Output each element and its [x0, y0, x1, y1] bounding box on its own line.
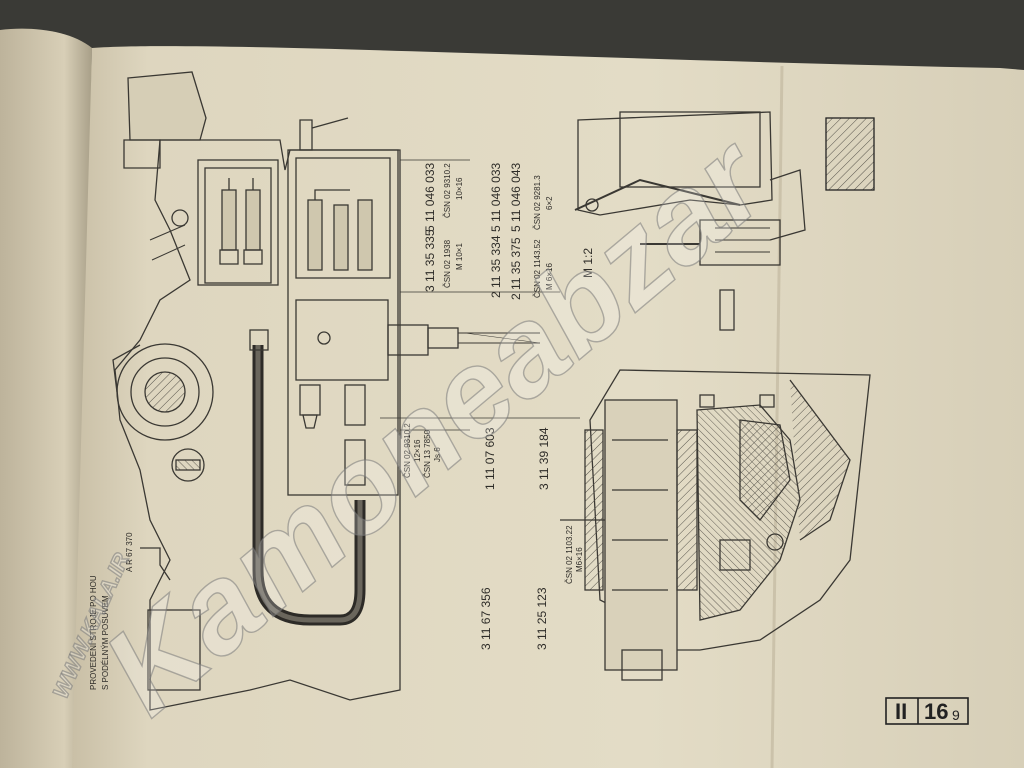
left-page [0, 28, 92, 768]
part-label: A R 67 370 [125, 532, 134, 572]
part-label: ČSN 13 7850 [423, 429, 432, 478]
left-assembly-drawing [112, 71, 580, 711]
sheet-roman: II [895, 699, 907, 724]
top-right-assembly-drawing [574, 111, 875, 331]
part-label: 2 11 35 334 [489, 235, 503, 298]
sheet-subnumber: 9 [952, 707, 960, 723]
part-label: ČSN 02 9281.3 [533, 175, 542, 230]
sheet-number: 16 [924, 699, 948, 724]
part-label: 6×2 [545, 196, 554, 210]
sheet-number-box: II 16 9 [885, 697, 969, 725]
part-label: ČSN 02 1103.22 [565, 525, 574, 584]
part-label: 1 11 07 603 [483, 427, 497, 490]
part-label: 5 11 046 033 [423, 162, 437, 232]
part-label: 2 11 35 375 [509, 237, 523, 300]
part-label: 10×16 [455, 177, 464, 200]
part-label: 5 11 046 033 [489, 162, 503, 232]
caption-line: PROVEDENÍ STROJE PO HOU [89, 575, 98, 690]
section-view-drawing [560, 369, 871, 681]
part-label: M6×16 [575, 547, 584, 572]
part-label: 3 11 35 335 [423, 229, 437, 292]
part-label: ČSN 02 1143.52 [533, 239, 542, 298]
part-label: 3 11 25 123 [535, 587, 549, 650]
part-label: Js 6 [433, 447, 442, 462]
part-label: 3 11 39 184 [537, 427, 551, 490]
part-label: 3 11 67 356 [479, 587, 493, 650]
scale-label: M 1:2 [581, 248, 595, 278]
caption-line: S PODÉLNÝM POSUVEM [101, 595, 110, 690]
part-number-labels: 5 11 046 033 ČSN 02 9310.2 10×16 3 11 35… [89, 162, 595, 690]
part-label: ČSN 02 9310.2 [443, 163, 452, 218]
part-label: ČSN 02 1938 [443, 239, 452, 288]
part-label: M 10×1 [455, 243, 464, 270]
part-label: ČSN 02 9310.2 [403, 423, 412, 478]
part-label: 12×16 [413, 439, 422, 462]
part-label: 5 11 046 043 [509, 162, 523, 232]
part-label: M 6×16 [545, 263, 554, 290]
